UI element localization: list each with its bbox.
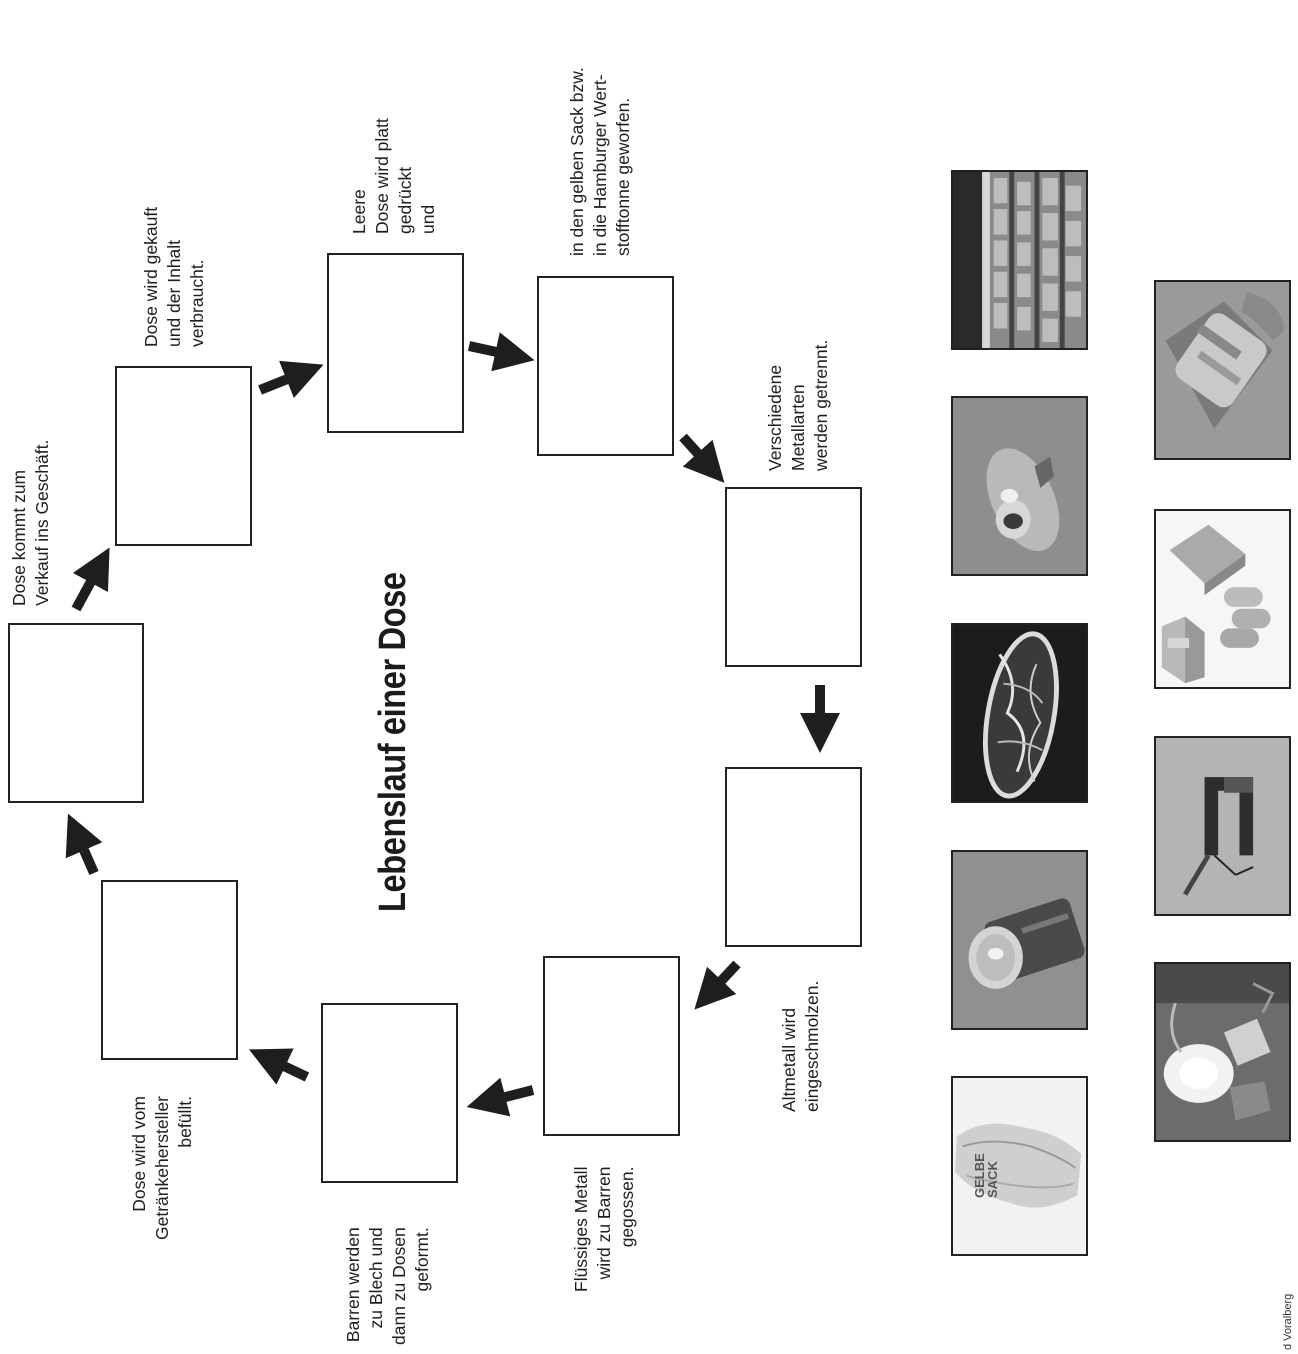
- step-box-5-sorted[interactable]: [725, 487, 862, 667]
- crushed-can-photo[interactable]: [951, 396, 1088, 576]
- step-box-4-yellow-sack[interactable]: [537, 276, 674, 456]
- step-box-3-crushed[interactable]: [327, 253, 464, 433]
- can-on-ground-photo[interactable]: [951, 850, 1088, 1030]
- supermarket-shelves-photo[interactable]: [951, 170, 1088, 350]
- molten-metal-photo[interactable]: [951, 623, 1088, 803]
- magnet-photo[interactable]: [1154, 736, 1291, 916]
- arrow-9-to-1: [65, 813, 103, 876]
- photo-credit: d Voralberg: [1282, 1293, 1294, 1350]
- step-box-6-melted[interactable]: [725, 767, 862, 947]
- casting-sparks-photo[interactable]: [1154, 962, 1291, 1142]
- metal-bars-and-rolls-photo[interactable]: [1154, 509, 1291, 689]
- arrow-4-to-5: [679, 433, 725, 483]
- sack-label: GELBE SACK: [972, 1153, 1000, 1198]
- step-box-7-cast[interactable]: [543, 956, 680, 1136]
- step-box-1-store[interactable]: [8, 623, 144, 803]
- step-box-9-filled[interactable]: [101, 880, 238, 1060]
- step-box-8-formed[interactable]: [321, 1003, 458, 1183]
- arrow-2-to-3: [258, 360, 324, 398]
- step-box-2-bought[interactable]: [115, 366, 252, 546]
- yellow-sack-photo[interactable]: GELBE SACK: [951, 1076, 1088, 1256]
- arrow-6-to-7: [694, 960, 741, 1010]
- arrow-7-to-8: [466, 1077, 535, 1117]
- arrow-3-to-4: [467, 332, 535, 372]
- hand-crushing-can-photo[interactable]: [1154, 280, 1291, 460]
- arrow-1-to-2: [71, 547, 110, 612]
- arrow-8-to-9: [248, 1048, 310, 1085]
